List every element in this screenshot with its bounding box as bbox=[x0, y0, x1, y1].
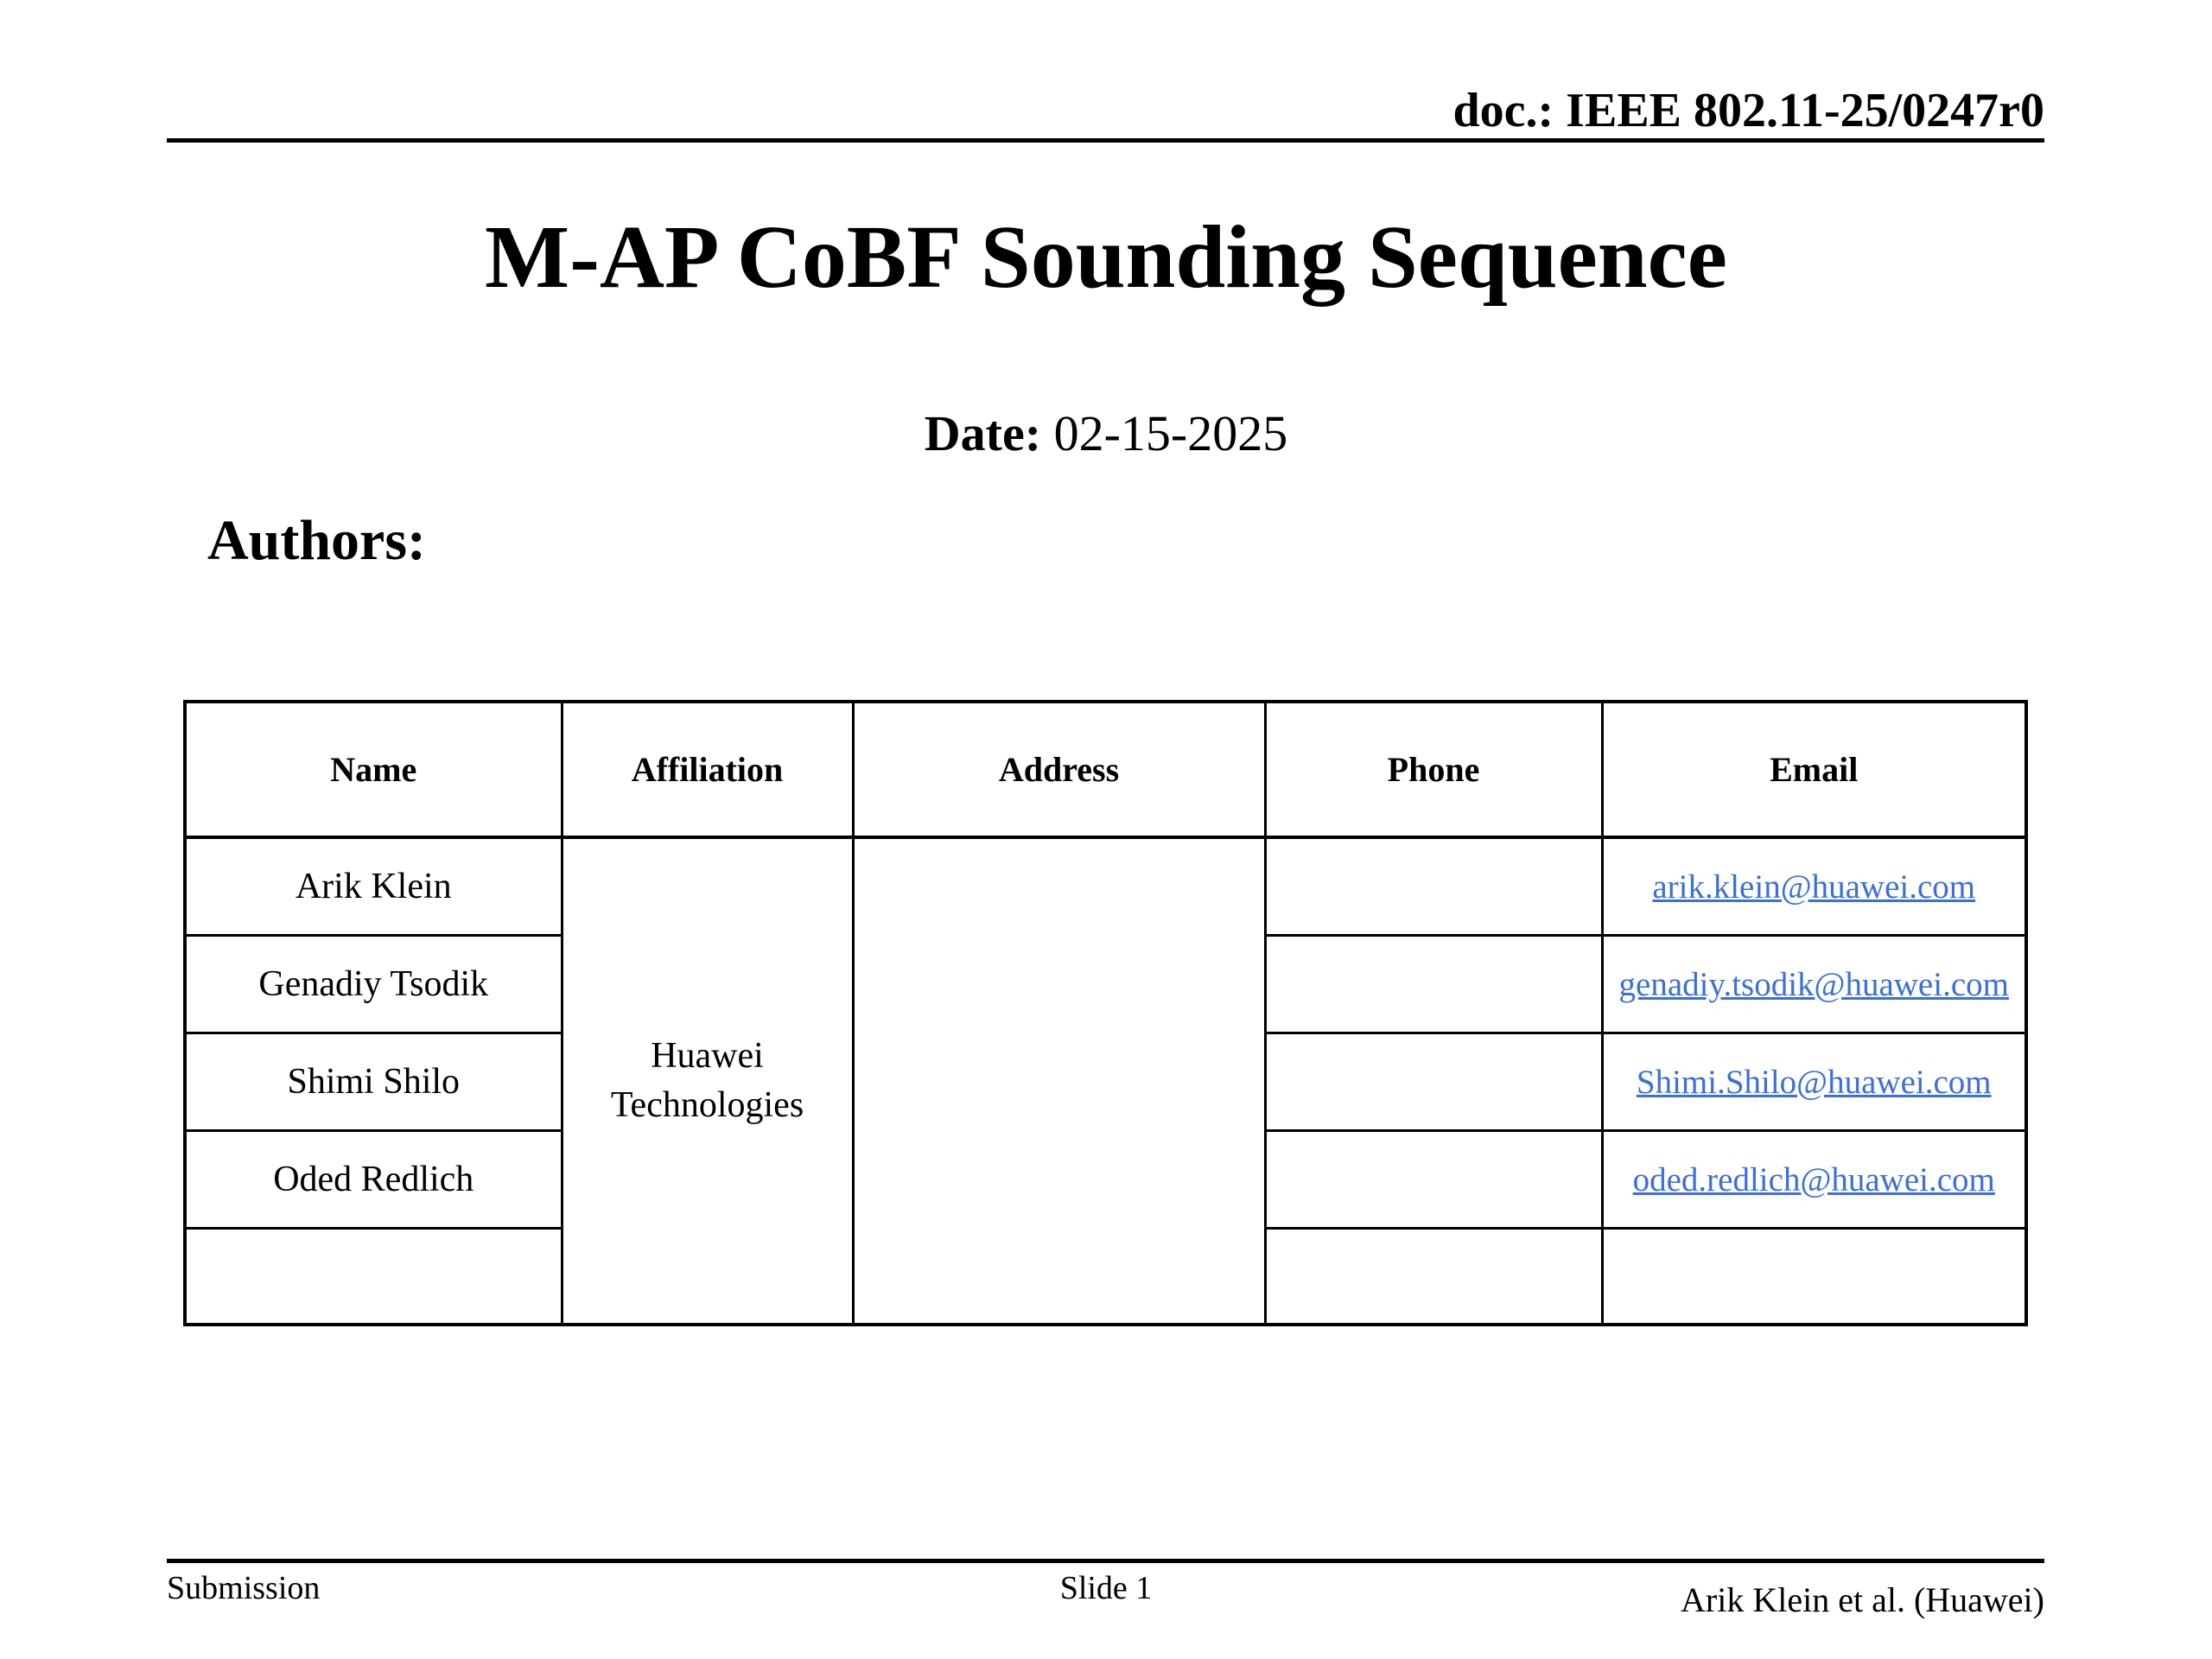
email-link[interactable]: genadiy.tsodik@huawei.com bbox=[1618, 965, 2009, 1003]
authors-table: Name Affiliation Address Phone Email Ari… bbox=[183, 700, 2028, 1326]
phone-cell bbox=[1263, 933, 1604, 1034]
page-title: M-AP CoBF Sounding Sequence bbox=[485, 207, 1727, 307]
footer-divider-line bbox=[167, 1559, 2044, 1563]
column-header-email: Email bbox=[1600, 700, 2028, 839]
phone-cell bbox=[1263, 1226, 1604, 1326]
date-line: Date: 02-15-2025 bbox=[0, 404, 2212, 462]
doc-reference: doc.: IEEE 802.11-25/0247r0 bbox=[1452, 84, 2044, 137]
column-header-name: Name bbox=[183, 700, 563, 839]
column-header-address: Address bbox=[851, 700, 1267, 839]
date-label: Date: bbox=[924, 405, 1042, 461]
footer-author-credit: Arik Klein et al. (Huawei) bbox=[1681, 1580, 2044, 1619]
table-header-row: Name Affiliation Address Phone Email bbox=[183, 700, 2028, 839]
column-header-phone: Phone bbox=[1263, 700, 1604, 839]
affiliation-cell: Huawei Technologies bbox=[560, 836, 855, 1326]
address-cell bbox=[851, 836, 1267, 1326]
date-value: 02-15-2025 bbox=[1041, 405, 1288, 461]
email-link[interactable]: arik.klein@huawei.com bbox=[1652, 868, 1976, 906]
footer-slide-number: Slide 1 bbox=[1059, 1570, 1153, 1606]
email-link[interactable]: Shimi.Shilo@huawei.com bbox=[1636, 1063, 1992, 1101]
table-row: Oded Redlich oded.redlich@huawei.com bbox=[183, 1128, 2028, 1230]
email-cell: genadiy.tsodik@huawei.com bbox=[1600, 933, 2028, 1034]
phone-cell bbox=[1263, 1128, 1604, 1230]
author-name-cell bbox=[183, 1226, 563, 1326]
table-row: Shimi Shilo Shimi.Shilo@huawei.com bbox=[183, 1031, 2028, 1132]
column-header-affiliation: Affiliation bbox=[560, 700, 855, 839]
author-name-cell: Arik Klein bbox=[183, 836, 563, 937]
email-cell: oded.redlich@huawei.com bbox=[1600, 1128, 2028, 1230]
email-cell: arik.klein@huawei.com bbox=[1600, 836, 2028, 937]
table-row: Arik Klein Huawei Technologies arik.klei… bbox=[183, 836, 2028, 1326]
footer-submission-label: Submission bbox=[167, 1570, 321, 1606]
phone-cell bbox=[1263, 1031, 1604, 1132]
author-name-cell: Shimi Shilo bbox=[183, 1031, 563, 1132]
phone-cell bbox=[1263, 836, 1604, 937]
author-name-cell: Genadiy Tsodik bbox=[183, 933, 563, 1034]
header-divider-line bbox=[167, 138, 2044, 143]
authors-heading: Authors: bbox=[207, 509, 427, 572]
email-cell bbox=[1600, 1226, 2028, 1326]
author-name-cell: Oded Redlich bbox=[183, 1128, 563, 1230]
email-link[interactable]: oded.redlich@huawei.com bbox=[1632, 1160, 1995, 1198]
table-row: Genadiy Tsodik genadiy.tsodik@huawei.com bbox=[183, 933, 2028, 1034]
email-cell: Shimi.Shilo@huawei.com bbox=[1600, 1031, 2028, 1132]
table-row bbox=[183, 1226, 2028, 1326]
